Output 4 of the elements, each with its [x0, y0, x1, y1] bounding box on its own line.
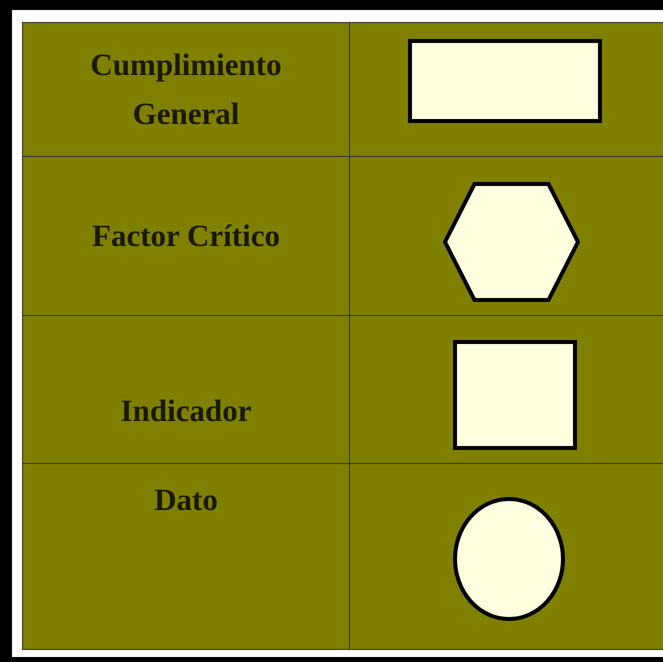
table-cell-text: Factor Crítico [91, 216, 281, 255]
table-cell-text: Dato [153, 481, 219, 519]
table-cell-text: Indicador [120, 392, 252, 430]
table-cell-text: Cumplimiento General [89, 46, 283, 132]
